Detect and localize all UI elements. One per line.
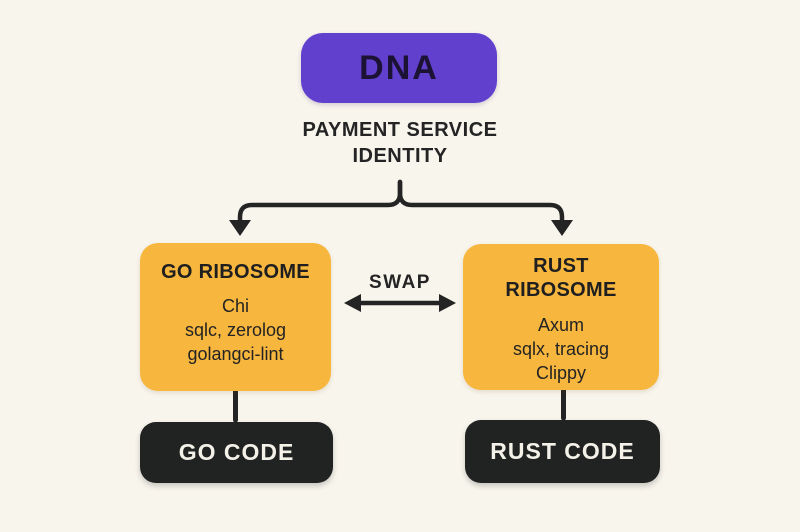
swap-label: SWAP	[369, 272, 431, 293]
code-connectors	[233, 385, 566, 423]
swap-arrowheads	[344, 294, 456, 312]
go-ribosome-title: GO RIBOSOME	[161, 261, 310, 283]
go-ribosome-item: Chi	[221, 296, 249, 316]
rust-code-node: RUST CODE	[465, 420, 660, 483]
go-code-node: GO CODE	[140, 422, 333, 483]
rust-ribosome-item: sqlx, tracing	[512, 339, 610, 359]
branch-arrowheads	[229, 220, 573, 236]
dna-node: DNA	[301, 33, 497, 103]
rust-ribosome-node: RUST RIBOSOME Axum sqlx, tracing Clippy	[463, 244, 659, 390]
go-ribosome-item: sqlc, zerolog	[184, 320, 287, 340]
dna-label: DNA	[359, 48, 439, 87]
go-ribosome-items: Chi sqlc, zerolog golangci-lint	[185, 294, 286, 366]
branch-arrow	[237, 179, 565, 224]
go-ribosome-item: golangci-lint	[187, 344, 284, 364]
identity-caption: PAYMENT SERVICE IDENTITY	[302, 119, 498, 167]
rust-ribosome-title: RUST RIBOSOME	[505, 255, 617, 301]
rust-ribosome-item: Clippy	[535, 363, 586, 383]
rust-ribosome-items: Axum sqlx, tracing Clippy	[513, 313, 609, 385]
rust-ribosome-item: Axum	[537, 315, 584, 335]
go-ribosome-node: GO RIBOSOME Chi sqlc, zerolog golangci-l…	[140, 243, 331, 391]
rust-code-label: RUST CODE	[490, 438, 635, 464]
go-code-label: GO CODE	[178, 439, 295, 465]
